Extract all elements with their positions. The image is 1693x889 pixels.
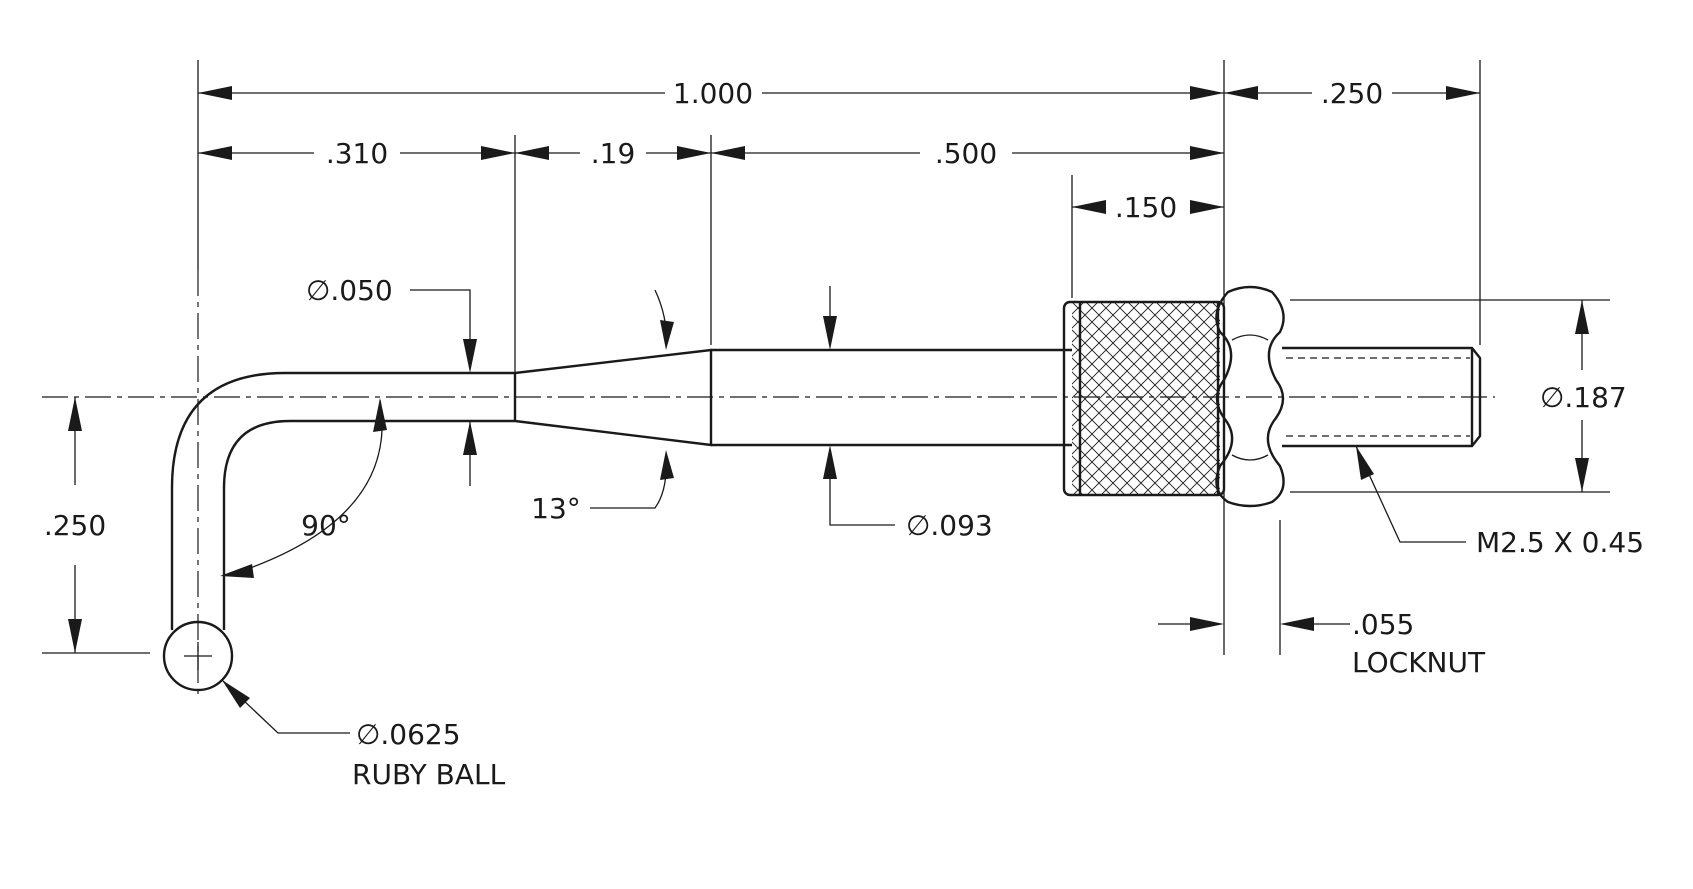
locknut-label: LOCKNUT: [1352, 646, 1486, 679]
dim-shank-dia-value: .093: [930, 509, 992, 542]
dim-drop-height: .250: [44, 509, 106, 542]
ruby-ball: [162, 620, 234, 692]
shank: [711, 348, 1072, 447]
dimension-labels: 1.000 .250 .310 .19 .500 .150 .250 ∅.050…: [44, 77, 1644, 791]
centerlines: [42, 270, 1495, 700]
dim-knurl-length: .150: [1115, 191, 1177, 224]
dim-thread-dia: ∅.187: [1540, 381, 1627, 414]
diameter-symbol: ∅: [906, 509, 930, 542]
stylus-body: [162, 285, 1482, 692]
diameter-symbol: ∅: [356, 718, 380, 751]
dim-ball-dia: ∅.0625: [356, 718, 461, 751]
dim-tip-dia: ∅.050: [306, 274, 393, 307]
dim-shank-dia: ∅.093: [906, 509, 993, 542]
dim-taper-angle: 13°: [531, 492, 581, 525]
extension-lines: [42, 60, 1610, 655]
dim-ball-dia-value: .0625: [380, 718, 460, 751]
dim-thread-dia-value: .187: [1564, 381, 1626, 414]
dim-taper-length: .19: [591, 137, 636, 170]
dim-nut-width: .250: [1321, 77, 1383, 110]
threaded-stud: [1282, 346, 1482, 448]
bent-stem-inner: [222, 419, 515, 630]
dim-locknut-thk: .055: [1352, 608, 1414, 641]
dim-bend-to-taper: .310: [326, 137, 388, 170]
ruby-ball-label: RUBY BALL: [352, 758, 506, 791]
diameter-symbol: ∅: [306, 274, 330, 307]
taper: [514, 348, 713, 447]
knurled-body: [1072, 302, 1220, 495]
diameter-symbol: ∅: [1540, 381, 1564, 414]
dim-shank-length: .500: [935, 137, 997, 170]
dim-thread-spec: M2.5 X 0.45: [1476, 526, 1644, 559]
dim-overall-length: 1.000: [673, 77, 753, 110]
bent-stem-outer: [170, 371, 515, 630]
dimension-lines: [68, 86, 1589, 734]
dim-bend-angle: 90°: [301, 509, 351, 542]
dim-tip-dia-value: .050: [330, 274, 392, 307]
